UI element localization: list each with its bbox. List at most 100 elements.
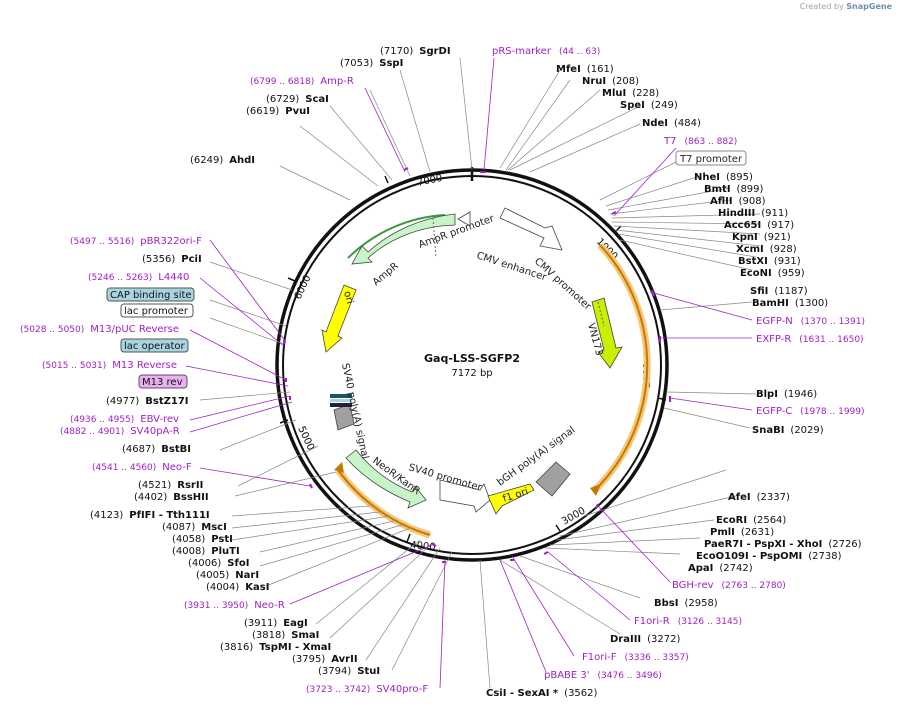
svg-text:(7053)SspI: (7053)SspI (340, 58, 403, 69)
primer-labels: pRS-marker(44 .. 63) (6799 .. 6818)Amp-R… (20, 46, 865, 695)
snapgene-logo: SnapGene (846, 2, 892, 11)
label-f1-ori: f1 ori (502, 486, 530, 505)
ori-arrow (321, 284, 357, 353)
svg-text:(4687)BstBI: (4687)BstBI (122, 444, 191, 455)
enzyme-name: SpeI (620, 100, 645, 111)
lac-marks (330, 394, 352, 407)
primer-range: (5028 .. 5050) (20, 325, 84, 335)
svg-text:XcmI(928): XcmI(928) (736, 244, 797, 255)
enzyme-pos: (931) (774, 256, 801, 267)
svg-text:AflII(908): AflII(908) (710, 196, 766, 207)
enzyme-name: PciI (181, 254, 201, 265)
svg-text:MfeI(161): MfeI(161) (556, 64, 614, 75)
connector-lines (199, 57, 761, 689)
m13-rev-label: M13 rev (142, 377, 183, 388)
svg-text:EcoNI(959): EcoNI (959) (740, 268, 805, 279)
ampr-arrow (351, 213, 456, 265)
cap-binding-box (106, 287, 195, 302)
enzyme-name: NruI (582, 76, 606, 87)
svg-text:SfiI(1187): SfiI(1187) (750, 286, 808, 297)
enzyme-name: NarI (235, 570, 259, 581)
svg-text:(4882 .. 4901)SV40pA-R: (4882 .. 4901)SV40pA-R (60, 426, 180, 437)
enzyme-name: AflII (710, 196, 733, 207)
enzyme-name: PaeR7I - PspXI - XhoI (704, 539, 822, 550)
enzyme-pos: (208) (612, 76, 639, 87)
primer-range: (4936 .. 4955) (70, 415, 134, 425)
enzyme-pos: (921) (764, 232, 791, 243)
neor-arrow (345, 449, 427, 509)
lac-operator-box (120, 338, 189, 353)
primer-range: (863 .. 882) (684, 137, 737, 147)
enzyme-name: AfeI (728, 492, 751, 503)
enzyme-pos: (2726) (828, 539, 861, 550)
enzyme-name: AvrII (331, 654, 357, 665)
svg-text:(6249)AhdI: (6249)AhdI (190, 155, 255, 166)
svg-text:BbsI(2958): BbsI(2958) (654, 598, 718, 609)
svg-text:(4005)NarI: (4005) NarI (196, 570, 259, 581)
enzyme-pos: (2564) (753, 515, 786, 526)
enzyme-pos: (2029) (790, 425, 823, 436)
primer-name: L4440 (158, 272, 189, 283)
enzyme-pos: (2738) (808, 551, 841, 562)
enzyme-labels-right: MfeI(161) NruI(208) MluI(228) SpeI(249) … (486, 64, 862, 699)
enzyme-name: HindIII (718, 208, 755, 219)
primer-range: (1978 .. 1999) (800, 407, 864, 417)
enzyme-pos: (899) (737, 184, 764, 195)
primer-name: pRS-marker (492, 46, 552, 57)
svg-text:BamHI(1300): BamHI(1300) (752, 298, 828, 309)
primer-marks (283, 167, 671, 563)
svg-text:(4402)BssHII: (4402)BssHII (134, 492, 209, 503)
enzyme-name: NdeI (642, 118, 668, 129)
enzyme-name: SgrDI (419, 46, 450, 57)
enzyme-pos: (4006) (188, 558, 221, 569)
enzyme-pos: (4058) (172, 534, 205, 545)
enzyme-name: BmtI (704, 184, 731, 195)
enzyme-name: BstXI (738, 256, 768, 267)
snapgene-credit: Created by SnapGene (800, 2, 892, 11)
enzyme-name: BstZ17I (145, 396, 188, 407)
enzyme-name: CsiI - SexAI * (486, 688, 559, 699)
enzyme-name: SmaI (291, 630, 319, 641)
primer-name: pBABE 3' (544, 670, 590, 681)
enzyme-name: BssHII (173, 492, 208, 503)
enzyme-name: MluI (602, 88, 626, 99)
enzyme-name: NheI (694, 172, 720, 183)
svg-text:(4008)PluTI: (4008)PluTI (172, 546, 240, 557)
svg-text:BlpI(1946): BlpI(1946) (756, 389, 817, 400)
svg-text:AfeI(2337): AfeI(2337) (728, 492, 790, 503)
enzyme-pos: (228) (632, 88, 659, 99)
primer-range: (5497 .. 5516) (70, 237, 134, 247)
enzyme-name: Acc65I (724, 220, 761, 231)
svg-text:(3911)EagI: (3911)EagI (244, 618, 308, 629)
primer-name: EBV-rev (140, 414, 179, 425)
enzyme-pos: (4005) (196, 570, 229, 581)
svg-text:SpeI(249): SpeI(249) (620, 100, 678, 111)
svg-text:(4977)BstZ17I: (4977)BstZ17I (106, 396, 189, 407)
label-cmv-promoter: CMV promoter (532, 256, 594, 313)
ampr-dash (432, 217, 437, 259)
enzyme-pos: (1946) (784, 389, 817, 400)
enzyme-pos: (6619) (246, 106, 279, 117)
svg-text:(6799 .. 6818)Amp-R: (6799 .. 6818)Amp-R (250, 76, 354, 87)
enzyme-pos: (959) (778, 268, 805, 279)
enzyme-pos: (4008) (172, 546, 205, 557)
enzyme-name: PstI (211, 534, 233, 545)
enzyme-name: MfeI (556, 64, 581, 75)
enzyme-pos: (4087) (162, 522, 195, 533)
enzyme-name: ScaI (305, 94, 329, 105)
egfp-arc (594, 244, 649, 491)
svg-text:(5028 .. 5050)M13/pUC Reverse: (5028 .. 5050)M13/pUC Reverse (20, 324, 179, 335)
primer-name: EXFP-R (756, 334, 791, 345)
primer-name: M13 Reverse (112, 360, 177, 371)
enzyme-name: PfIFI - Tth111I (129, 510, 209, 521)
svg-text:(7170)SgrDI: (7170) SgrDI (380, 46, 451, 57)
enzyme-name: PvuI (285, 106, 310, 117)
primer-range: (3931 .. 3950) (184, 601, 248, 611)
enzyme-pos: (7170) (380, 46, 413, 57)
primer-name: SV40pA-R (130, 426, 179, 437)
position-ticks (279, 175, 667, 543)
enzyme-name: PmlI (710, 527, 735, 538)
enzyme-name: SspI (379, 58, 403, 69)
enzyme-name: EcoNI (740, 268, 772, 279)
enzyme-pos: (911) (761, 208, 788, 219)
